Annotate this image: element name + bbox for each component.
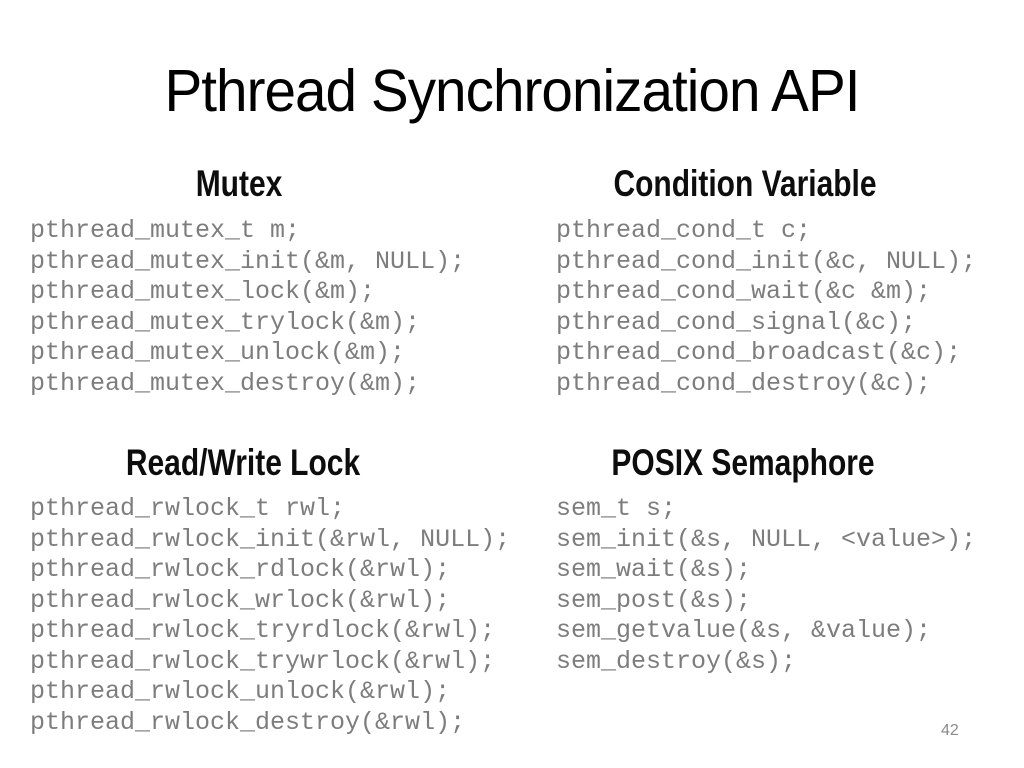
section-heading-read-write-lock: Read/Write Lock bbox=[125, 442, 361, 483]
code-block-mutex: pthread_mutex_t m; pthread_mutex_init(&m… bbox=[30, 216, 466, 398]
section-heading-posix-semaphore: POSIX Semaphore bbox=[611, 442, 875, 483]
slide-title: Pthread Synchronization API bbox=[164, 58, 860, 124]
code-block-condition-variable: pthread_cond_t c; pthread_cond_init(&c, … bbox=[556, 216, 977, 398]
page-number: 42 bbox=[941, 722, 959, 739]
section-heading-mutex: Mutex bbox=[195, 163, 283, 204]
code-block-posix-semaphore: sem_t s; sem_init(&s, NULL, <value>); se… bbox=[556, 494, 977, 676]
code-block-read-write-lock: pthread_rwlock_t rwl; pthread_rwlock_ini… bbox=[30, 494, 511, 737]
section-heading-condition-variable: Condition Variable bbox=[613, 163, 877, 204]
